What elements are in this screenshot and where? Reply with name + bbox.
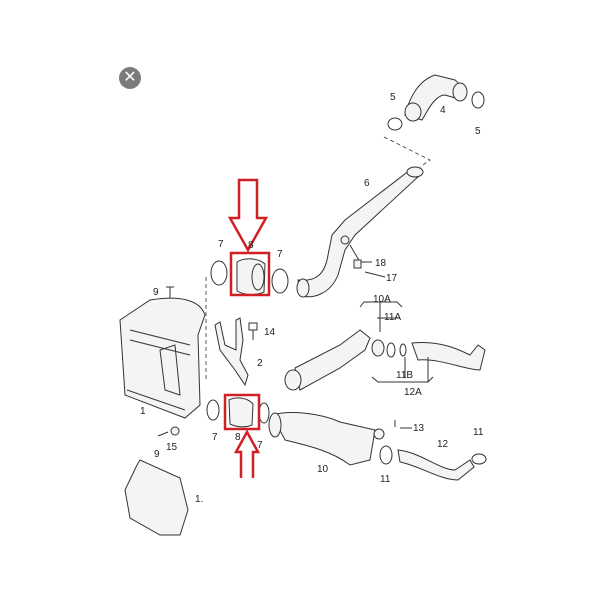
close-button[interactable]: ✕ xyxy=(119,67,141,89)
hose-12A xyxy=(411,341,486,371)
pipe-10 xyxy=(271,412,376,466)
connector-line xyxy=(383,136,431,168)
arrow-up-icon xyxy=(233,429,261,478)
nut-13 xyxy=(394,420,412,429)
hose-end xyxy=(452,82,468,102)
sleeve-edge xyxy=(251,263,265,291)
sleeve-8 xyxy=(236,258,266,295)
label-13: 13 xyxy=(413,423,425,434)
clamp-7 xyxy=(258,402,270,424)
label-12: 12 xyxy=(437,439,449,450)
air-duct xyxy=(124,459,189,536)
clamp-5 xyxy=(471,91,485,109)
pipe-end xyxy=(406,166,424,178)
pipe-end xyxy=(371,339,385,357)
hose-end xyxy=(404,102,422,122)
label-7: 7 xyxy=(257,440,263,451)
ring-11B xyxy=(399,343,407,357)
label-7: 7 xyxy=(218,239,224,250)
sensor-18 xyxy=(353,259,362,269)
label-17: 17 xyxy=(386,273,398,284)
label-9: 9 xyxy=(153,287,159,298)
label-12A: 12A xyxy=(404,387,422,398)
pipe-6 xyxy=(297,169,421,298)
clamp-5 xyxy=(387,117,403,131)
bracket xyxy=(373,428,385,440)
close-icon: ✕ xyxy=(123,69,137,86)
label-8: 8 xyxy=(248,240,254,251)
ring-11A xyxy=(386,342,396,358)
arrow-down-icon xyxy=(227,178,269,253)
label-5: 5 xyxy=(475,126,481,137)
label-11: 11 xyxy=(380,474,391,485)
label-8: 8 xyxy=(235,432,241,443)
label-1: 1 xyxy=(140,406,146,417)
highlight-box-top xyxy=(229,251,271,297)
pipe-end xyxy=(296,278,310,298)
pipe-end xyxy=(284,369,302,391)
hose-12 xyxy=(397,449,475,481)
label-11A: 11A xyxy=(384,312,401,323)
label-2: 2 xyxy=(257,358,263,369)
highlight-box-bottom xyxy=(223,393,261,431)
fin-lines xyxy=(126,329,191,411)
core-mesh xyxy=(159,344,181,396)
bolt-14 xyxy=(248,322,258,340)
clamp-11 xyxy=(471,453,487,465)
label-11B: 11B xyxy=(396,370,413,381)
label-10: 10 xyxy=(317,464,329,475)
label-11: 11 xyxy=(473,427,484,438)
bracket-2 xyxy=(214,317,249,387)
label-10A: 10A xyxy=(373,294,391,305)
pipe-10A xyxy=(294,329,371,391)
label-18: 18 xyxy=(375,258,387,269)
label-14: 14 xyxy=(264,327,276,338)
clamp-7 xyxy=(271,268,289,294)
intercooler-1 xyxy=(119,297,206,419)
pipe-end xyxy=(268,412,282,438)
label-7: 7 xyxy=(277,249,283,260)
label-15: 15 xyxy=(166,442,178,453)
label-7: 7 xyxy=(212,432,218,443)
bracket xyxy=(340,235,350,245)
clamp-7 xyxy=(206,399,220,421)
label-6: 6 xyxy=(364,178,370,189)
sleeve-8 xyxy=(228,397,254,428)
clamp-11 xyxy=(379,445,393,465)
clamp-7 xyxy=(210,260,228,286)
bolt-9 xyxy=(157,431,169,437)
leader-brackets xyxy=(359,301,434,383)
label-5: 5 xyxy=(390,92,396,103)
label-9: 9 xyxy=(154,449,160,460)
label-4: 4 xyxy=(440,105,446,116)
label-1: 1. xyxy=(195,494,203,505)
nut-15 xyxy=(170,426,180,436)
